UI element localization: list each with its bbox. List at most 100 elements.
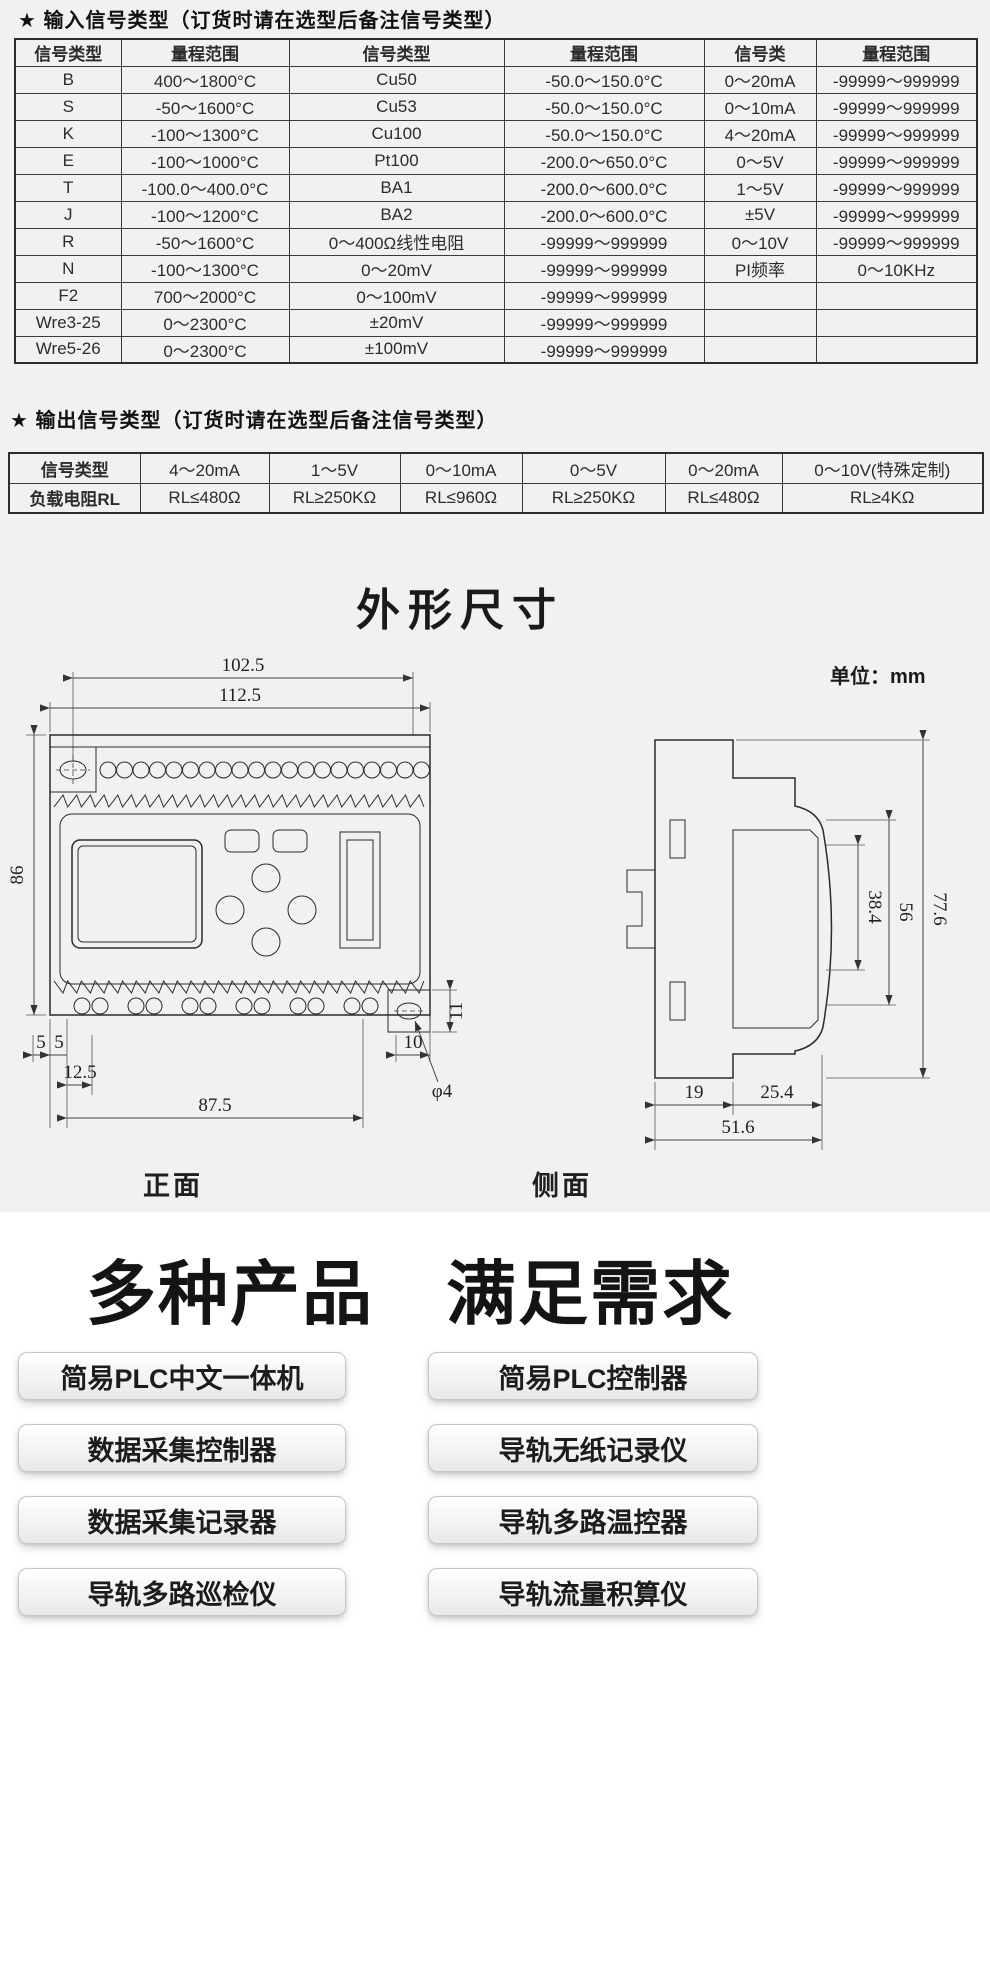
dim-offset-b: 5 [54, 1032, 64, 1053]
product-button[interactable]: 导轨多路巡检仪 [18, 1568, 346, 1616]
table-cell: RL≤480Ω [664, 482, 783, 514]
column-header: 信号类 [703, 38, 817, 67]
table-cell: 0～10V(特殊定制) [781, 452, 984, 484]
table-cell: -100～1000°C [120, 146, 290, 175]
product-button[interactable]: 数据采集控制器 [18, 1424, 346, 1472]
table-cell: 信号类型 [8, 452, 141, 484]
side-view-dim-bottom: 19 25.4 51.6 [645, 1055, 823, 1150]
table-cell [815, 308, 978, 337]
front-view-body [49, 734, 431, 1033]
table-cell: ±100mV [288, 335, 505, 364]
table-cell: Cu100 [288, 119, 505, 148]
table-cell: RL≥250KΩ [268, 482, 401, 514]
table-header-row: 信号类型量程范围信号类型量程范围信号类量程范围 [14, 38, 978, 67]
product-button[interactable]: 导轨流量积算仪 [428, 1568, 758, 1616]
table-cell: 4～20mA [139, 452, 270, 484]
table-cell: RL≤960Ω [399, 482, 523, 514]
table-cell: RL≥4KΩ [781, 482, 984, 514]
dim-offset-right: 10 [404, 1032, 423, 1053]
side-view-drawing: 38.4 56 77.6 19 25.4 51.6 [626, 730, 950, 1150]
top-vent-zigzag [53, 793, 425, 809]
table-cell: -50.0～150.0°C [503, 119, 705, 148]
table-cell: 0～10KHz [815, 254, 978, 283]
table-cell [815, 281, 978, 310]
table-cell: -99999～999999 [815, 200, 978, 229]
dim-terminal-span: 87.5 [198, 1095, 231, 1116]
table-cell: RL≤480Ω [139, 482, 270, 514]
table-cell: 700～2000°C [120, 281, 290, 310]
unit-label: 单位：mm [830, 666, 926, 688]
dim-offset-a: 5 [36, 1032, 46, 1053]
front-view-dim-top: 102.5 112.5 [40, 655, 431, 762]
table-cell: 0～10mA [399, 452, 523, 484]
product-button[interactable]: 导轨多路温控器 [428, 1496, 758, 1544]
products-heading: 多种产品 满足需求 [86, 1255, 734, 1333]
front-view-drawing: 102.5 112.5 [10, 655, 465, 1128]
table-cell: N [14, 254, 122, 283]
display-screen [71, 839, 203, 949]
din-rail-clip [626, 869, 655, 949]
table-cell: -200.0～650.0°C [503, 146, 705, 175]
bottom-vent-zigzag [53, 979, 425, 995]
table-cell: -99999～999999 [815, 119, 978, 148]
table-cell [815, 335, 978, 364]
product-list-left: 简易PLC中文一体机数据采集控制器数据采集记录器导轨多路巡检仪 [18, 1352, 346, 1640]
dim-depth-total: 51.6 [721, 1117, 754, 1138]
table-cell: 0～100mV [288, 281, 505, 310]
product-list-right: 简易PLC控制器导轨无纸记录仪导轨多路温控器导轨流量积算仪 [428, 1352, 758, 1640]
table-cell: 0～20mA [664, 452, 783, 484]
side-view-body [626, 739, 833, 1079]
table-cell: -99999～999999 [503, 335, 705, 364]
table-cell: 1～5V [703, 173, 817, 202]
front-view-label: 正面 [143, 1171, 203, 1201]
input-signal-title: ★ 输入信号类型（订货时请在选型后备注信号类型） [18, 10, 506, 32]
table-cell: RL≥250KΩ [521, 482, 666, 514]
table-cell: BA2 [288, 200, 505, 229]
table-cell: -100～1300°C [120, 119, 290, 148]
table-cell: Cu53 [288, 92, 505, 121]
dim-depth-b: 25.4 [760, 1082, 794, 1103]
table-cell: Wre3-25 [14, 308, 122, 337]
product-button[interactable]: 简易PLC控制器 [428, 1352, 758, 1400]
product-button[interactable]: 简易PLC中文一体机 [18, 1352, 346, 1400]
table-cell: ±20mV [288, 308, 505, 337]
side-view-label: 侧面 [532, 1171, 592, 1201]
table-cell: T [14, 173, 122, 202]
table-cell: R [14, 227, 122, 256]
table-cell: BA1 [288, 173, 505, 202]
table-cell: 4～20mA [703, 119, 817, 148]
dim-offset-c: 12.5 [63, 1062, 96, 1083]
table-cell: -100.0～400.0°C [120, 173, 290, 202]
table-cell: Cu50 [288, 65, 505, 94]
table-cell: 0～10V [703, 227, 817, 256]
table-cell: Wre5-26 [14, 335, 122, 364]
product-button[interactable]: 导轨无纸记录仪 [428, 1424, 758, 1472]
column-header: 量程范围 [815, 38, 978, 67]
side-connector [339, 831, 381, 949]
column-header: 量程范围 [503, 38, 705, 67]
table-cell: -200.0～600.0°C [503, 173, 705, 202]
table-cell: -200.0～600.0°C [503, 200, 705, 229]
output-signal-title: ★ 输出信号类型（订货时请在选型后备注信号类型） [10, 410, 498, 432]
front-view-dim-bottom: 5 5 12.5 87.5 10 φ4 11 [23, 980, 465, 1128]
dim-bulge-depth: 38.4 [864, 890, 885, 924]
table-cell: K [14, 119, 122, 148]
table-cell: 400～1800°C [120, 65, 290, 94]
table-cell [703, 281, 817, 310]
dim-total-height: 77.6 [929, 892, 950, 925]
table-cell: -99999～999999 [815, 92, 978, 121]
bottom-terminal-circles [73, 997, 379, 1015]
product-button[interactable]: 数据采集记录器 [18, 1496, 346, 1544]
table-cell: -99999～999999 [815, 227, 978, 256]
keypad-buttons [215, 829, 317, 957]
